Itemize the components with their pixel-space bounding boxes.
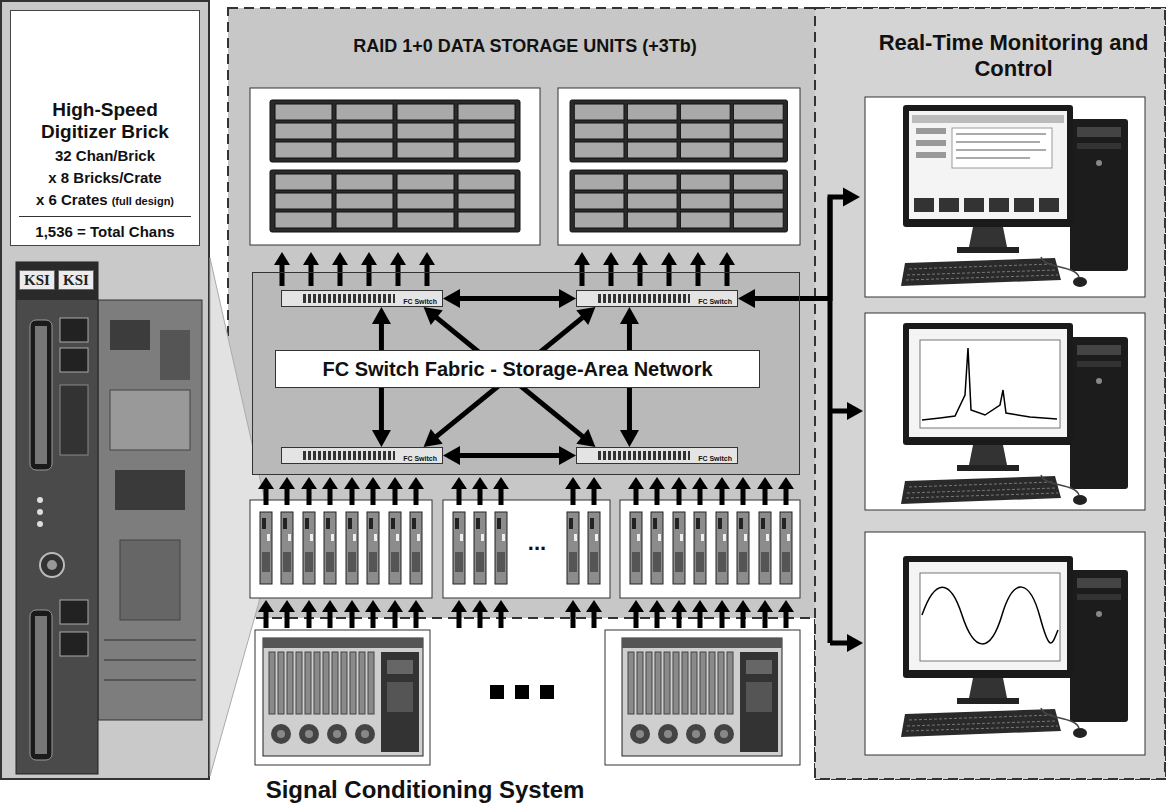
arrow-head	[559, 446, 576, 465]
arrow-head	[620, 430, 639, 447]
fc-switch: FC Switch	[281, 447, 443, 464]
section-label: Signal Conditioning System	[230, 776, 620, 804]
arrow-head	[738, 289, 755, 308]
node-text: FC Switch	[403, 455, 437, 462]
spec-box: High-Speed Digitizer Brick 32 Chan/Brick x…	[10, 10, 200, 246]
connector-line	[455, 296, 564, 301]
text-line: Real-Time Monitoring and Control	[870, 30, 1157, 83]
arrow-head	[372, 430, 391, 447]
monitoring-panel: Real-Time Monitoring and Control	[860, 12, 1167, 778]
node-text: High-Speed Digitizer Brick	[41, 99, 169, 142]
digitizer-crates	[250, 477, 800, 628]
switch-fabric: FC Switch Fabric - Storage-Area NetworkF…	[252, 272, 800, 475]
text-line: 32 Chan/Brick	[19, 147, 191, 165]
arrow-head	[843, 188, 860, 207]
arrow-head	[559, 289, 576, 308]
text-line: x 6 Crates (full design)	[19, 191, 191, 209]
arrow-head	[424, 307, 443, 325]
arrow-head	[576, 429, 595, 447]
arrow-head	[576, 307, 595, 325]
storage-units	[250, 88, 800, 245]
port-strip	[598, 451, 690, 460]
text-line: FC Switch	[698, 290, 732, 308]
fc-switch: FC Switch	[576, 447, 738, 464]
node-text: FC Switch	[403, 298, 437, 305]
fc-switch: FC Switch	[576, 290, 738, 307]
port-strip	[303, 451, 395, 460]
ellipsis: ...	[517, 530, 557, 556]
node-text: FC Switch	[698, 455, 732, 462]
node-text: 32 Chan/Brick	[55, 147, 155, 164]
text-line: x 8 Bricks/Crate	[19, 169, 191, 187]
text-line: FC Switch	[403, 447, 437, 465]
node-text: x 8 Bricks/Crate	[48, 169, 161, 186]
node-text: FC Switch Fabric - Storage-Area Network	[275, 350, 760, 388]
port-strip	[598, 294, 690, 303]
node-text: x 6 Crates	[36, 191, 108, 208]
arrow-head	[443, 446, 460, 465]
brand-tag: KSI	[58, 270, 94, 290]
signal-conditioning-chassis	[255, 630, 800, 765]
connector	[738, 188, 860, 309]
connector-line	[750, 197, 848, 299]
main-region	[228, 8, 1165, 779]
arrow-head	[372, 307, 391, 324]
storage-arrows	[274, 252, 735, 286]
text-line: FC Switch	[698, 447, 732, 465]
arrow-head	[443, 289, 460, 308]
connector-line	[455, 453, 564, 458]
fabric-ground	[252, 272, 800, 475]
port-strip	[303, 294, 395, 303]
group-heading: RAID 1+0 DATA STORAGE UNITS (+3Tb)	[250, 36, 800, 57]
connector	[443, 289, 576, 308]
arrow-head	[620, 307, 639, 324]
node-text: (full design)	[112, 195, 174, 207]
digitizer-card	[16, 262, 202, 774]
text-line: FC Switch	[403, 290, 437, 308]
monitor-stations	[865, 97, 1145, 755]
text-line: FC Switch Fabric - Storage-Area Network	[275, 350, 760, 388]
arrow-head	[424, 429, 443, 447]
node-text: Real-Time Monitoring and Control	[879, 30, 1149, 81]
fc-switch: FC Switch	[281, 290, 443, 307]
node-text: FC Switch	[698, 298, 732, 305]
monitor-bus	[830, 197, 863, 652]
text-line: High-Speed Digitizer Brick	[19, 99, 191, 143]
brand-tag: KSI	[19, 270, 55, 290]
connector	[443, 446, 576, 465]
text-line: 1,536 = Total Chans	[19, 216, 191, 241]
node-text: 1,536 = Total Chans	[35, 223, 174, 240]
left-panel	[1, 1, 209, 779]
